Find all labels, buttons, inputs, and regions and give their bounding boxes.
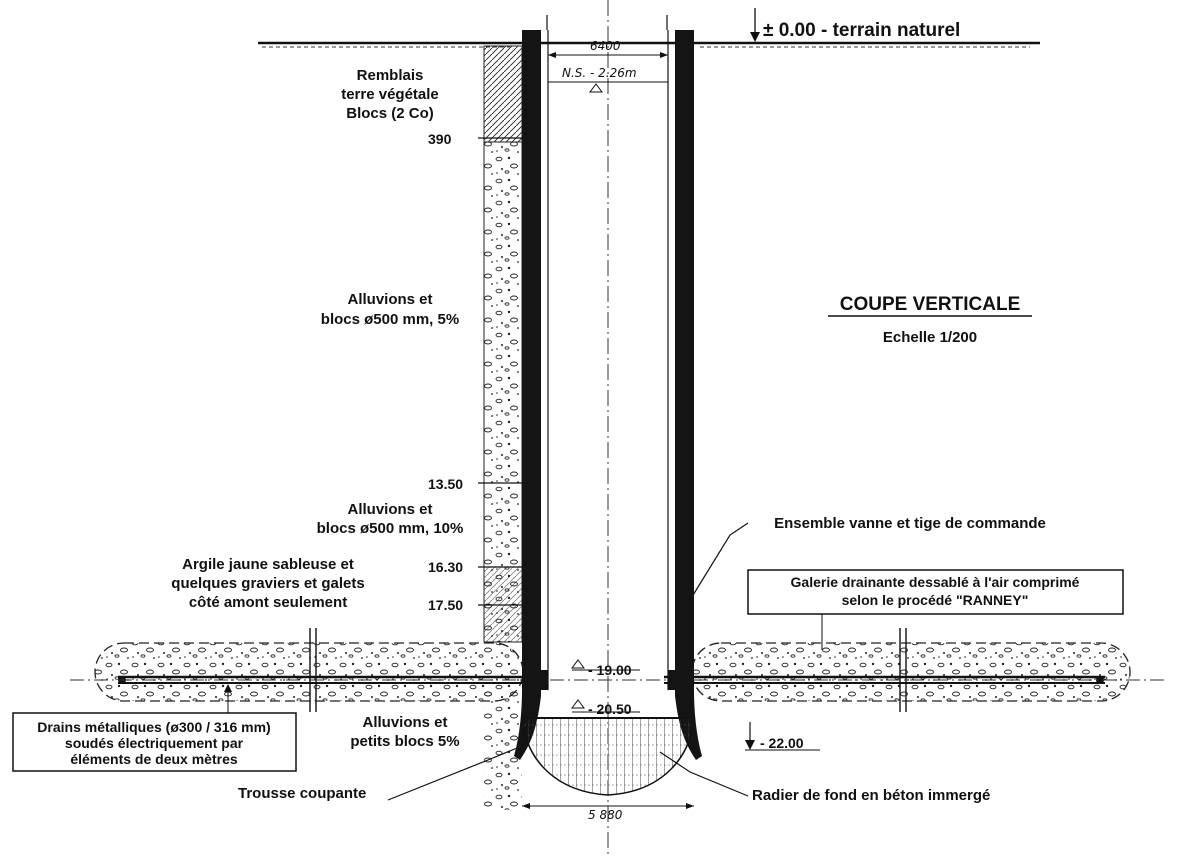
ground-level-label: ± 0.00 - terrain naturel bbox=[763, 20, 960, 41]
layer-label-backfill: Remblais terre végétale Blocs (2 Co) bbox=[341, 67, 439, 122]
depth-1350: 13.50 bbox=[428, 476, 463, 492]
svg-text:blocs ø500 mm, 10%: blocs ø500 mm, 10% bbox=[317, 520, 464, 537]
water-level-marker: N.S. - 2.26m bbox=[548, 66, 668, 93]
bottom-diameter-label: 5 880 bbox=[588, 808, 623, 822]
alluvium-strip bbox=[483, 141, 523, 643]
svg-text:éléments de deux mètres: éléments de deux mètres bbox=[70, 751, 238, 767]
top-diameter-dimension: 6400 bbox=[548, 39, 668, 58]
svg-text:Remblais: Remblais bbox=[357, 67, 424, 84]
ground-level-marker bbox=[750, 8, 760, 42]
svg-text:blocs ø500 mm, 5%: blocs ø500 mm, 5% bbox=[321, 311, 459, 328]
svg-text:selon le procédé "RANNEY": selon le procédé "RANNEY" bbox=[842, 592, 1029, 608]
shaft-wall-left bbox=[514, 30, 549, 760]
depth-1750: 17.50 bbox=[428, 597, 463, 613]
drainage-gallery-left bbox=[94, 628, 546, 712]
level-marker-2050: - 20.50 bbox=[571, 699, 640, 717]
depth-2050: - 20.50 bbox=[588, 701, 632, 717]
layer-label-clay: Argile jaune sableuse et quelques gravie… bbox=[171, 556, 364, 611]
svg-text:terre végétale: terre végétale bbox=[341, 86, 439, 103]
svg-text:quelques graviers et galets: quelques graviers et galets bbox=[171, 575, 364, 592]
layer-label-alluvium-10: Alluvions et blocs ø500 mm, 10% bbox=[317, 501, 464, 537]
level-marker-2200: - 22.00 bbox=[745, 722, 820, 751]
drains-callout: Drains métalliques (ø300 / 316 mm) soudé… bbox=[12, 684, 297, 772]
svg-text:Alluvions et: Alluvions et bbox=[347, 501, 432, 518]
valve-callout: Ensemble vanne et tige de commande bbox=[774, 515, 1046, 532]
svg-text:petits blocs 5%: petits blocs 5% bbox=[350, 733, 459, 750]
svg-text:Argile jaune sableuse et: Argile jaune sableuse et bbox=[182, 556, 354, 573]
depth-2200: - 22.00 bbox=[760, 735, 804, 751]
depth-1630: 16.30 bbox=[428, 559, 463, 575]
bottom-diameter-dimension: 5 880 bbox=[522, 803, 694, 822]
shaft-wall-right bbox=[667, 30, 702, 760]
top-diameter-label: 6400 bbox=[590, 39, 621, 53]
layer-label-alluvium-5: Alluvions et blocs ø500 mm, 5% bbox=[321, 291, 459, 328]
svg-text:soudés électriquement par: soudés électriquement par bbox=[65, 735, 244, 751]
drainage-gallery-right bbox=[664, 628, 1131, 712]
clay-strip bbox=[484, 566, 522, 642]
depth-1900: - 19.00 bbox=[588, 662, 632, 678]
svg-text:Drains métalliques (ø300 / 316: Drains métalliques (ø300 / 316 mm) bbox=[37, 719, 270, 735]
svg-text:Galerie drainante dessablé à l: Galerie drainante dessablé à l'air compr… bbox=[791, 574, 1080, 590]
cutting-shoe-callout: Trousse coupante bbox=[238, 785, 366, 802]
water-level-label: N.S. - 2.26m bbox=[562, 66, 637, 80]
depth-390: 390 bbox=[428, 131, 452, 147]
valve-callout-line bbox=[689, 522, 749, 601]
backfill-strip bbox=[483, 45, 523, 143]
layer-label-small-blocks: Alluvions et petits blocs 5% bbox=[350, 714, 459, 750]
gallery-callout: Galerie drainante dessablé à l'air compr… bbox=[747, 569, 1124, 650]
cutting-shoe-leader bbox=[387, 747, 518, 801]
level-marker-1900: - 19.00 bbox=[571, 659, 640, 678]
concrete-raft bbox=[521, 717, 695, 796]
ground-surface bbox=[258, 41, 1040, 48]
svg-text:Alluvions et: Alluvions et bbox=[347, 291, 432, 308]
raft-leader bbox=[659, 751, 749, 797]
drawing-scale: Echelle 1/200 bbox=[883, 329, 977, 346]
drawing-title: COUPE VERTICALE bbox=[840, 294, 1021, 315]
svg-text:Blocs (2 Co): Blocs (2 Co) bbox=[346, 105, 434, 122]
svg-text:côté amont seulement: côté amont seulement bbox=[189, 594, 347, 611]
raft-callout: Radier de fond en béton immergé bbox=[752, 787, 990, 804]
svg-text:Alluvions et: Alluvions et bbox=[362, 714, 447, 731]
